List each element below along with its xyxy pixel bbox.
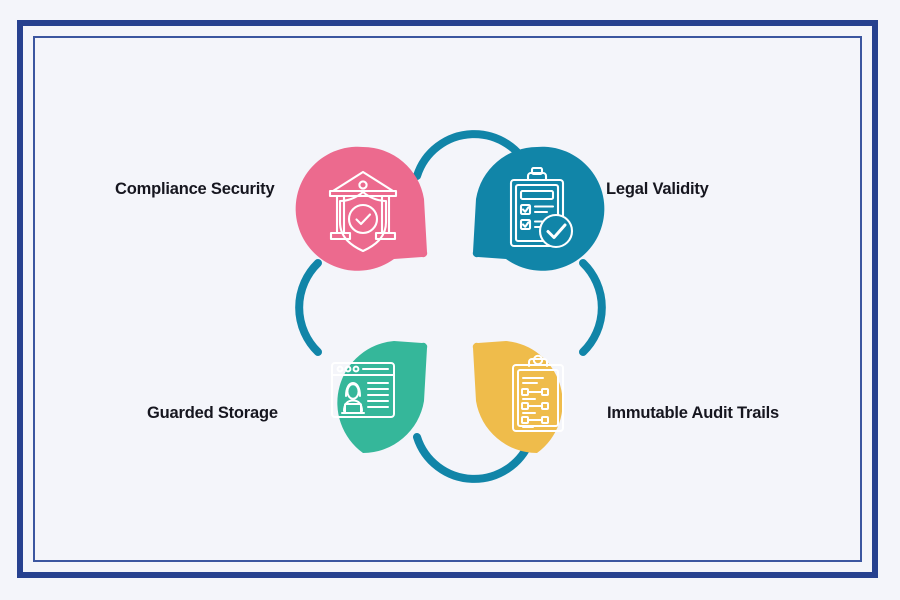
node-immutable-audit-trails[interactable] bbox=[472, 341, 564, 453]
connector-arc-bottom bbox=[413, 433, 534, 483]
connector-arc-right bbox=[579, 259, 606, 356]
node-shape-guarded-storage bbox=[337, 341, 428, 453]
browser-window-user-profile-icon bbox=[331, 362, 395, 418]
node-shape-compliance-security bbox=[295, 146, 428, 271]
bank-shield-check-icon bbox=[328, 170, 398, 253]
node-label-legal-validity: Legal Validity bbox=[606, 180, 709, 198]
clipboard-checklist-verified-icon bbox=[509, 166, 574, 249]
node-guarded-storage[interactable] bbox=[331, 341, 428, 453]
connector-arc-group bbox=[295, 130, 606, 483]
node-label-immutable-audit-trails: Immutable Audit Trails bbox=[607, 404, 779, 422]
node-shape-legal-validity bbox=[472, 146, 605, 271]
node-label-compliance-security: Compliance Security bbox=[115, 180, 275, 198]
node-legal-validity[interactable] bbox=[472, 146, 605, 271]
connector-arc-left bbox=[295, 259, 322, 356]
clipboard-audit-list-icon bbox=[512, 354, 564, 432]
node-compliance-security[interactable] bbox=[295, 146, 428, 271]
decorative-inner-frame bbox=[33, 36, 862, 562]
node-label-guarded-storage: Guarded Storage bbox=[147, 404, 278, 422]
decorative-outer-frame bbox=[17, 20, 878, 578]
